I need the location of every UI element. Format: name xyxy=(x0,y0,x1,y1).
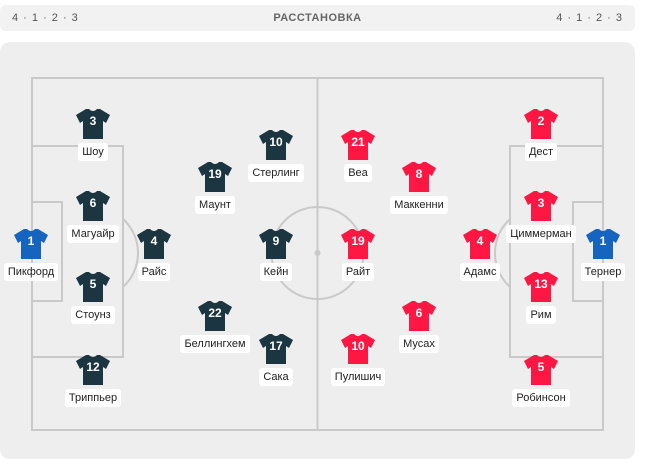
player-name: Маккенни xyxy=(390,196,448,214)
player-name: Робинсон xyxy=(512,389,570,407)
jersey-icon xyxy=(197,300,233,332)
jersey-icon xyxy=(340,129,376,161)
player-name: Пулишич xyxy=(330,368,386,386)
player-name: Рим xyxy=(526,306,556,324)
player-number: 4 xyxy=(150,234,158,248)
player-name: Шоу xyxy=(78,143,108,161)
jersey-icon xyxy=(340,333,376,365)
player-number: 12 xyxy=(86,360,100,374)
player-number: 3 xyxy=(89,114,97,128)
player-number: 5 xyxy=(537,360,545,374)
player-name: Магуайр xyxy=(67,225,119,243)
jersey-icon xyxy=(523,271,559,303)
player-name: Маунт xyxy=(195,196,235,214)
player-number: 5 xyxy=(89,277,97,291)
jersey-icon xyxy=(136,228,172,260)
home-formation-label: 4 · 1 · 2 · 3 xyxy=(12,12,79,24)
jersey-icon xyxy=(75,354,111,386)
player-number: 2 xyxy=(537,114,545,128)
jersey-icon xyxy=(75,108,111,140)
away-formation-label: 4 · 1 · 2 · 3 xyxy=(556,12,623,24)
jersey-icon xyxy=(258,228,294,260)
jersey-icon xyxy=(401,161,437,193)
player-name: Кейн xyxy=(259,263,293,281)
player-name: Тернер xyxy=(580,263,626,281)
player-number: 1 xyxy=(27,234,35,248)
jersey-icon xyxy=(340,228,376,260)
player-number: 13 xyxy=(534,277,548,291)
jersey-icon xyxy=(585,228,621,260)
player-number: 1 xyxy=(599,234,607,248)
player-number: 19 xyxy=(208,167,222,181)
player-name: Райс xyxy=(137,263,171,281)
player-number: 9 xyxy=(272,234,280,248)
jersey-icon xyxy=(523,108,559,140)
jersey-icon xyxy=(258,333,294,365)
player-name: Беллингхем xyxy=(180,335,250,353)
player-name: Райт xyxy=(341,263,375,281)
jersey-icon xyxy=(401,300,437,332)
formation-header: 4 · 1 · 2 · 3 РАССТАНОВКА 4 · 1 · 2 · 3 xyxy=(0,5,635,31)
player-name: Дест xyxy=(524,143,558,161)
player-number: 10 xyxy=(351,339,365,353)
jersey-icon xyxy=(75,190,111,222)
player-number: 3 xyxy=(537,196,545,210)
player-name: Веа xyxy=(344,164,372,182)
player-number: 6 xyxy=(415,306,423,320)
player-number: 6 xyxy=(89,196,97,210)
player-number: 21 xyxy=(351,135,365,149)
jersey-icon xyxy=(75,271,111,303)
player-number: 22 xyxy=(208,306,222,320)
jersey-icon xyxy=(13,228,49,260)
jersey-icon xyxy=(523,354,559,386)
player-number: 4 xyxy=(476,234,484,248)
player-name: Адамс xyxy=(459,263,501,281)
jersey-icon xyxy=(197,161,233,193)
player-name: Триппьер xyxy=(64,389,122,407)
player-name: Стоунз xyxy=(71,306,115,324)
player-number: 10 xyxy=(269,135,283,149)
jersey-icon xyxy=(258,129,294,161)
player-name: Циммерман xyxy=(506,225,576,243)
player-number: 19 xyxy=(351,234,365,248)
jersey-icon xyxy=(462,228,498,260)
player-number: 17 xyxy=(269,339,283,353)
lineup-title: РАССТАНОВКА xyxy=(273,12,362,24)
player-name: Стерлинг xyxy=(248,164,304,182)
jersey-icon xyxy=(523,190,559,222)
player-name: Мусах xyxy=(399,335,439,353)
player-name: Пикфорд xyxy=(3,263,59,281)
player-name: Сака xyxy=(259,368,293,386)
player-number: 8 xyxy=(415,167,423,181)
